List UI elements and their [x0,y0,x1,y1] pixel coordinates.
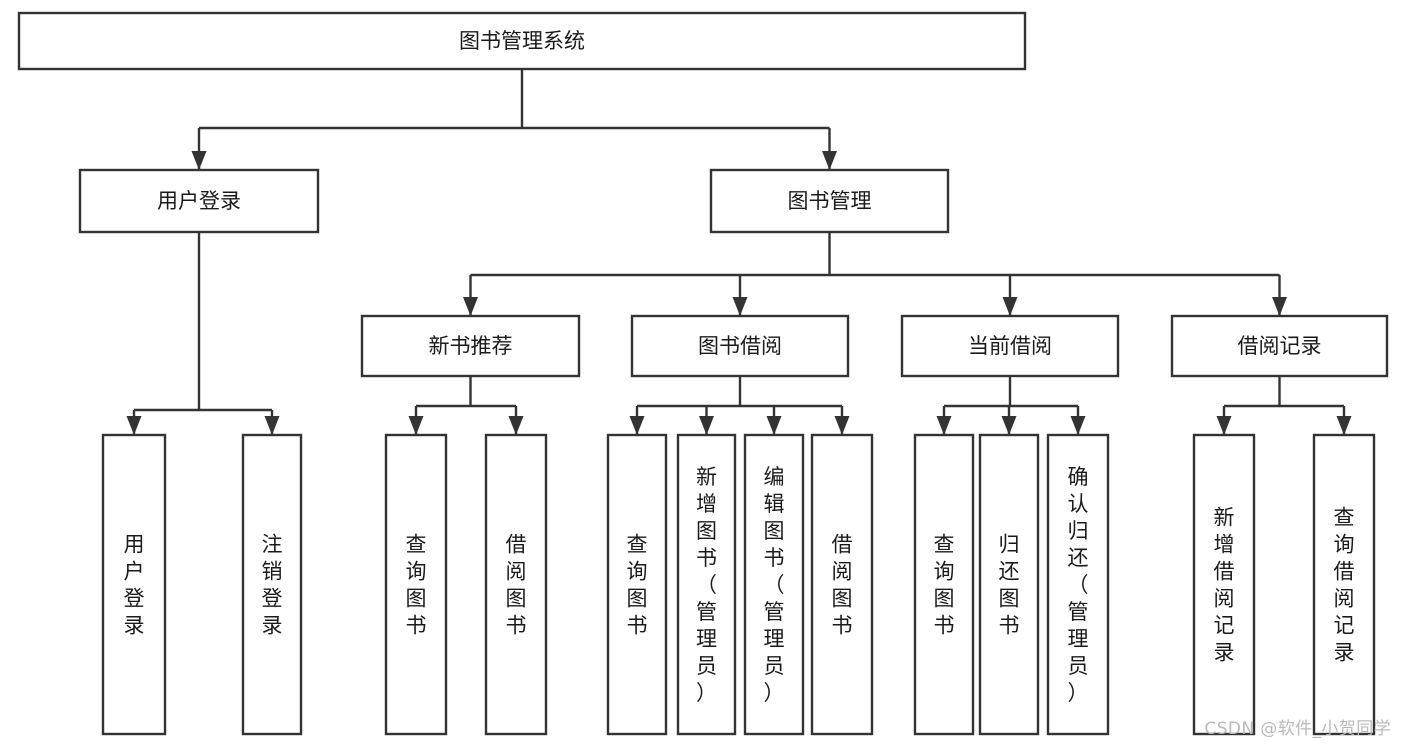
node-current-borrow[interactable]: 当前借阅 [900,314,1120,378]
node-box [900,314,1120,378]
node-box [1192,433,1256,736]
node-box [630,314,850,378]
node-label: 图书管理 [788,189,872,213]
node-box [1170,314,1389,378]
arrow-head-icon [834,416,850,435]
node-leaf-query-record[interactable]: 查询借阅记录 [1312,433,1376,736]
node-label: 归还图书 [999,533,1020,638]
arrow-head-icon [699,416,714,435]
arrow-head-icon [1070,416,1086,435]
node-leaf-add-record[interactable]: 新增借阅记录 [1192,433,1256,736]
node-root[interactable]: 图书管理系统 [17,11,1027,71]
node-leaf-edit-book[interactable]: 编辑图书（管理员） [743,433,805,736]
node-label: 确认归还（管理员） [1068,465,1089,705]
node-leaf-query-book-3[interactable]: 查询图书 [913,433,975,736]
node-box [676,433,737,736]
node-leaf-query-book-1[interactable]: 查询图书 [384,433,448,736]
node-box [606,433,668,736]
arrow-head-icon [766,416,782,435]
node-box [17,11,1027,71]
arrow-head-icon [463,297,478,316]
arrow-head-icon [936,416,952,435]
arrow-head-icon [732,297,748,316]
node-new-book-rec[interactable]: 新书推荐 [360,314,581,378]
node-book-borrow[interactable]: 图书借阅 [630,314,850,378]
node-label: 当前借阅 [968,334,1052,358]
arrow-head-icon [508,416,524,435]
nodes-layer: 图书管理系统用户登录图书管理新书推荐图书借阅当前借阅借阅记录用户登录注销登录查询… [17,11,1389,736]
node-box [101,433,167,736]
node-label: 注销登录 [262,533,283,638]
node-label: 借阅图书 [506,533,527,638]
node-label: 新增图书（管理员） [696,465,717,705]
node-leaf-add-book[interactable]: 新增图书（管理员） [676,433,737,736]
node-box [78,168,320,234]
node-label: 图书管理系统 [459,29,585,53]
node-leaf-query-book-2[interactable]: 查询图书 [606,433,668,736]
node-label: 查询图书 [627,533,648,638]
node-box [709,168,950,234]
node-book-manage[interactable]: 图书管理 [709,168,950,234]
node-borrow-record[interactable]: 借阅记录 [1170,314,1389,378]
arrow-head-icon [1002,297,1018,316]
node-label: 借阅记录 [1238,334,1322,358]
node-leaf-logout[interactable]: 注销登录 [241,433,303,736]
node-box [1046,433,1110,736]
arrow-head-icon [822,151,837,170]
node-leaf-borrow-book-2[interactable]: 借阅图书 [810,433,874,736]
node-box [743,433,805,736]
node-label: 查询图书 [406,533,427,638]
node-label: 查询图书 [934,533,955,638]
node-box [913,433,975,736]
arrow-head-icon [126,416,142,435]
arrow-head-icon [1216,416,1232,435]
arrow-head-icon [408,416,424,435]
arrow-head-icon [1336,416,1352,435]
node-label: 用户登录 [157,189,241,213]
node-box [484,433,548,736]
node-label: 用户登录 [124,533,145,638]
node-leaf-user-login[interactable]: 用户登录 [101,433,167,736]
edges-layer [126,69,1352,435]
node-box [384,433,448,736]
node-label: 图书借阅 [698,334,782,358]
node-box [978,433,1040,736]
node-box [810,433,874,736]
node-box [241,433,303,736]
node-leaf-borrow-book-1[interactable]: 借阅图书 [484,433,548,736]
arrow-head-icon [264,416,280,435]
csdn-watermark: CSDN @软件_小贺同学 [1204,719,1391,739]
node-label: 借阅图书 [832,533,853,638]
node-label: 编辑图书（管理员） [764,465,785,705]
node-leaf-return-book[interactable]: 归还图书 [978,433,1040,736]
arrow-head-icon [629,416,645,435]
node-label: 查询借阅记录 [1334,506,1355,665]
node-label: 新增借阅记录 [1214,506,1235,665]
node-box [1312,433,1376,736]
arrow-head-icon [1272,297,1287,316]
arrow-head-icon [1001,416,1017,435]
node-user-login[interactable]: 用户登录 [78,168,320,234]
node-label: 新书推荐 [429,334,513,358]
arrow-head-icon [191,151,207,170]
node-leaf-confirm-return[interactable]: 确认归还（管理员） [1046,433,1110,736]
node-box [360,314,581,378]
